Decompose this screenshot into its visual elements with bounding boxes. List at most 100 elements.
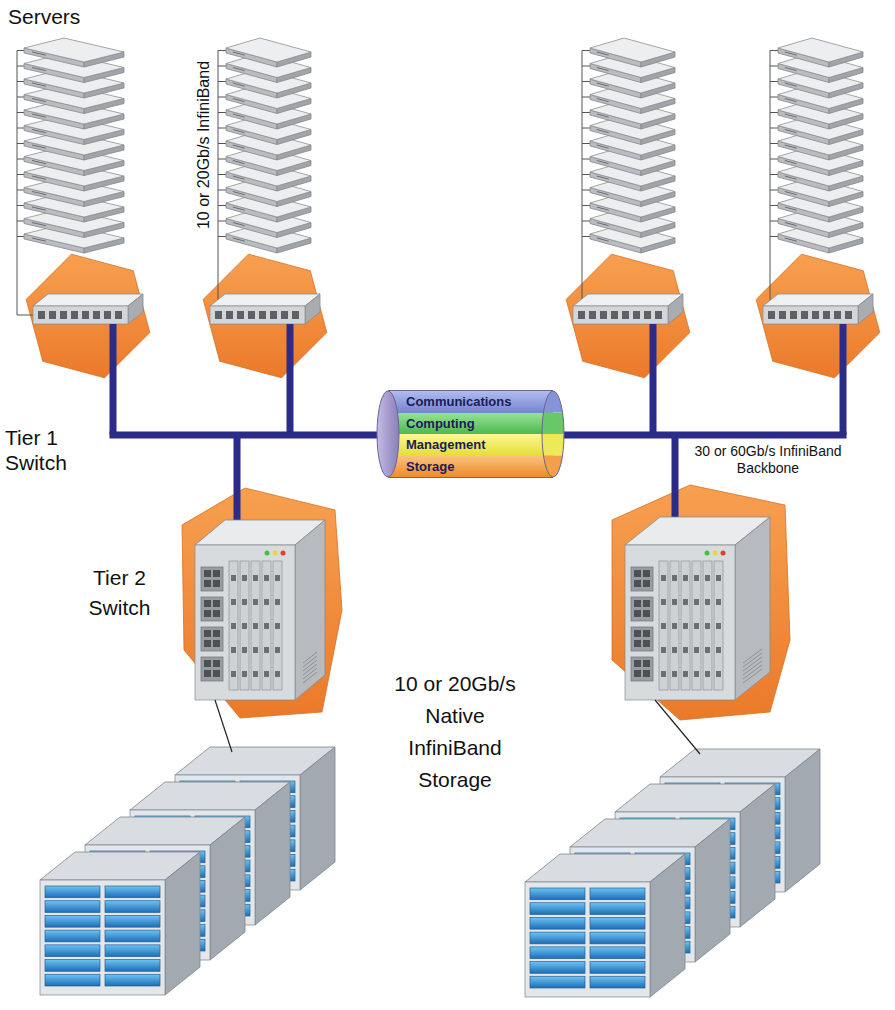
card-port [231,647,236,653]
switch-side [305,294,320,324]
drive-bay [530,962,585,974]
chassis-front [625,545,735,700]
switch-side [128,294,143,324]
cap-rim [542,391,564,477]
switch-port [270,311,277,319]
card-port [661,623,666,629]
port [204,660,211,667]
array-side [255,782,290,925]
server-wire-tick [218,97,226,98]
switch-port [49,311,56,319]
label-box: Tier 2 Switch [72,563,167,623]
server-detail [32,207,46,210]
server-wire-tick [582,66,590,67]
server-wire-tick [582,159,590,160]
card-port [672,623,677,629]
card-port [275,647,280,653]
card-port [716,623,721,629]
port [634,630,641,637]
server-wire-tick [17,97,24,98]
server-detail [597,130,609,133]
card-port [672,599,677,605]
port [634,670,641,677]
server-detail [785,161,797,164]
server-wire-tick [770,205,778,206]
switch-port [622,311,629,319]
status-led [273,551,278,556]
backbone-link [287,324,294,435]
card-port [264,575,269,581]
switch-port [611,311,618,319]
server-detail [32,99,46,102]
server-detail [233,130,245,133]
card-port [683,647,688,653]
server-rack [770,38,863,310]
cap-band [541,434,565,456]
chassis-vent [743,665,762,679]
port [643,600,650,607]
chassis-vent [743,657,762,671]
server-detail [32,83,46,86]
port [643,580,650,587]
server-wire [218,51,219,311]
drive-bay [45,901,100,913]
switch-port [801,311,808,319]
port [634,570,641,577]
server-rack [582,38,675,310]
switch-front [210,306,305,324]
backbone-link [234,435,241,530]
port [643,640,650,647]
drive-bay [45,945,100,957]
server-detail [785,145,797,148]
switch-port [655,311,662,319]
server-detail [233,207,245,210]
drive-bay [530,888,585,900]
port [643,610,650,617]
port [634,580,641,587]
server-wire-tick [770,97,778,98]
server-wire [770,51,771,311]
server-detail [32,145,46,148]
server-detail [32,238,46,241]
server-wire [582,51,583,311]
server-wire-tick [17,50,24,51]
port-block [631,567,653,591]
server-wire-tick [582,190,590,191]
card-port [242,599,247,605]
array-side [695,819,730,962]
server-top [226,38,311,62]
card-port [716,671,721,677]
server-detail [32,223,46,226]
port [643,570,650,577]
switch-front [33,306,128,324]
card-port [716,575,721,581]
port [204,610,211,617]
server-wire-tick [770,50,778,51]
drive-bay [530,917,585,929]
server-detail [32,176,46,179]
card-port [705,575,710,581]
array-side [210,817,245,960]
cap-band [541,413,565,435]
server-wire-tick [17,128,24,129]
storage-link [215,700,232,752]
card-port [694,623,699,629]
chassis-backdrop [612,485,790,720]
switch-port [633,311,640,319]
card-port [661,599,666,605]
port-block [201,597,223,621]
switch-port [248,311,255,319]
card-port [683,623,688,629]
switch-port [259,311,266,319]
cylinder-left-cap [377,391,399,477]
switch-port [589,311,596,319]
backbone [110,324,847,530]
port [204,630,211,637]
switch-port [237,311,244,319]
server-rack [218,38,311,310]
array-side [740,784,775,927]
card-port [264,671,269,677]
switch-port [768,311,775,319]
switch-top [33,294,143,306]
server-wire-tick [17,66,24,67]
